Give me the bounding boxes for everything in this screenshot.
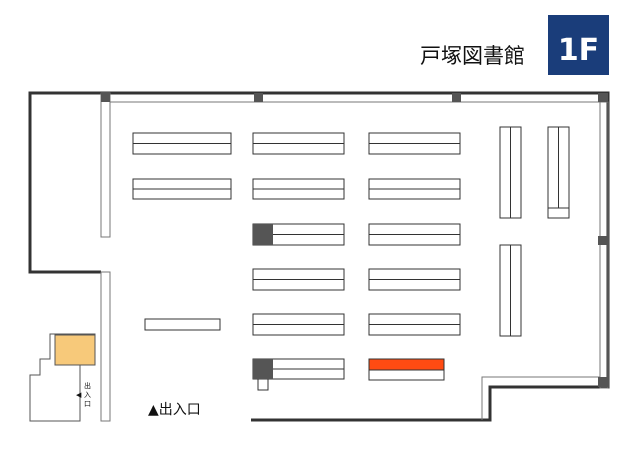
shelf — [368, 313, 461, 336]
shelf — [499, 126, 522, 219]
shelf — [252, 132, 345, 155]
pillar — [101, 93, 110, 102]
inner-walls — [100, 92, 609, 422]
annex-area — [54, 334, 96, 366]
outer-walls — [28, 91, 610, 422]
shelf — [132, 178, 232, 200]
small-entrance-arrow: ◀ — [76, 391, 82, 399]
shelf — [368, 223, 461, 246]
small-entrance-char-2: 入 — [84, 391, 91, 399]
shelves — [132, 126, 570, 391]
library-title: 戸塚図書館 — [420, 44, 525, 68]
shelf — [547, 126, 570, 219]
shelf-endcaps — [253, 224, 273, 379]
pillar — [598, 377, 608, 387]
shelf — [132, 132, 232, 155]
shelf — [252, 178, 345, 200]
shelf — [252, 268, 345, 291]
pillars — [101, 93, 608, 387]
pillar — [254, 93, 263, 102]
shelf — [252, 313, 345, 336]
shelf — [368, 368, 445, 381]
small-entrance-char-1: 出 — [84, 381, 91, 390]
shelf — [368, 268, 461, 291]
floor-badge — [548, 15, 609, 75]
floor-badge-label: 1F — [558, 33, 599, 68]
small-box — [257, 378, 269, 391]
entrance-label: ▲出入口 — [148, 402, 201, 418]
small-entrance-char-3: 口 — [84, 400, 91, 408]
pillar — [452, 93, 461, 102]
pillar — [598, 93, 608, 102]
highlighted-shelf — [368, 358, 445, 371]
shelf — [499, 244, 522, 337]
shelf — [368, 132, 461, 155]
shelf — [144, 318, 221, 331]
pillar — [598, 236, 608, 245]
shelf — [368, 178, 461, 200]
